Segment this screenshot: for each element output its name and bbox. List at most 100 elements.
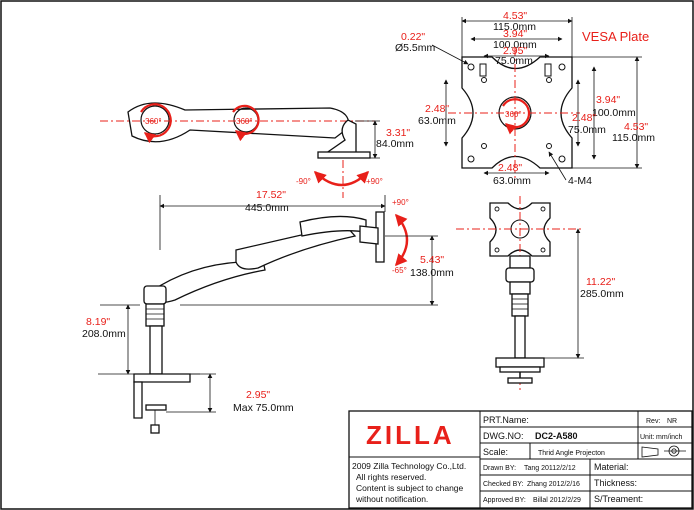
vesa-view: VESA Plate 360° 4.53" 115.0mm 3.94" 100.… xyxy=(395,10,655,187)
vesa-r1-mm: 100.0mm xyxy=(592,107,636,119)
material-label: Material: xyxy=(594,462,629,472)
front-pole xyxy=(514,315,526,359)
drawn-value: Tang 20112/2/12 xyxy=(524,465,576,472)
vesa-w1-in: 4.53" xyxy=(503,10,527,22)
drawn-label: Drawn BY: xyxy=(483,465,516,472)
front-base xyxy=(495,357,545,368)
reach-in: 17.52" xyxy=(256,189,286,201)
side-tilt-head xyxy=(359,225,379,245)
prt-name-label: PRT.Name: xyxy=(483,415,529,425)
vesa-w2-in: 3.94" xyxy=(503,28,527,40)
approved-value: Billal 2012/2/29 xyxy=(533,497,581,504)
reach-mm: 445.0mm xyxy=(245,202,289,214)
front-collar xyxy=(511,293,529,317)
vesa-w2-mm: 100.0mm xyxy=(493,39,537,51)
front-joint-lower xyxy=(509,281,531,295)
vesa-b-in: 2.48" xyxy=(498,162,522,174)
side-clamp-screw xyxy=(145,404,167,411)
side-view: 17.52" 445.0mm +90° -65° 5.43" 138.0mm 8… xyxy=(82,189,454,434)
collar-ribs xyxy=(146,308,164,320)
top-view: 360° 360° 3.31" 84.0mm -90° +90° xyxy=(100,102,414,198)
vesa-r3-in: 4.53" xyxy=(624,121,648,133)
side-base xyxy=(133,373,191,383)
front-view: 11.22" 285.0mm xyxy=(456,196,624,390)
vesa-w3-mm: 75.0mm xyxy=(495,55,533,67)
top-height-in: 3.31" xyxy=(386,127,410,139)
vesa-rotation-arrow xyxy=(502,98,531,135)
front-height-mm: 285.0mm xyxy=(580,288,624,300)
drop-mm: 138.0mm xyxy=(410,267,454,279)
side-knob xyxy=(150,424,160,434)
tilt-pos-label: +90° xyxy=(366,177,383,186)
vesa-rot-label: 360° xyxy=(505,110,522,119)
tilt-arc-arrow xyxy=(313,170,370,187)
vesa-b-mm: 63.0mm xyxy=(493,175,531,187)
front-clamp xyxy=(499,366,541,373)
vesa-screw-leader xyxy=(548,151,567,181)
vesa-l-in: 2.48" xyxy=(425,103,449,115)
notice-line2: without notification. xyxy=(355,494,428,504)
side-clamp xyxy=(133,381,143,419)
checked-label: Checked BY: xyxy=(483,481,524,488)
side-upper-arm xyxy=(235,224,357,270)
rotation-arrow-mid xyxy=(232,104,260,142)
side-tilt-pos: +90° xyxy=(392,198,409,207)
vesa-l-mm: 63.0mm xyxy=(418,115,456,127)
front-holes xyxy=(494,206,546,253)
pole-height-mm: 208.0mm xyxy=(82,328,126,340)
top-tilt-head xyxy=(319,119,357,157)
scale-label: Scale: xyxy=(483,447,508,457)
vesa-holes xyxy=(467,63,566,163)
projection-text: Thrid Angle Projecton xyxy=(538,450,605,457)
unit-label: Unit: xyxy=(640,434,654,441)
front-collar-ribs xyxy=(512,298,528,310)
vesa-hole-leader xyxy=(431,44,469,65)
rev-label: Rev: xyxy=(646,418,660,425)
top-mount-plate xyxy=(317,151,371,159)
vesa-hole-in: 0.22" xyxy=(401,31,425,43)
copyright-text: 2009 Zilla Technology Co.,Ltd. xyxy=(352,461,466,471)
side-tilt-arrow xyxy=(395,213,409,267)
vesa-r1-in: 3.94" xyxy=(596,94,620,106)
rotation-arrow-left xyxy=(140,103,172,144)
thickness-label: Thickness: xyxy=(594,478,637,488)
vesa-screws: 4-M4 xyxy=(568,175,592,187)
approved-label: Approved BY: xyxy=(483,497,526,504)
title-block: ZILLA 2009 Zilla Technology Co.,Ltd. All… xyxy=(348,410,693,509)
top-view-arm xyxy=(127,102,350,143)
dwg-value: DC2-A580 xyxy=(535,431,578,441)
drop-in: 5.43" xyxy=(420,254,444,266)
vesa-title: VESA Plate xyxy=(582,29,649,44)
vesa-r2-in: 2.48" xyxy=(572,112,596,124)
vesa-w3-in: 2.95" xyxy=(503,45,527,57)
clamp-in: 2.95" xyxy=(246,389,270,401)
vesa-w1-mm: 115.0mm xyxy=(493,21,536,33)
dwg-label: DWG.NO: xyxy=(483,431,524,441)
side-tilt-neg: -65° xyxy=(392,266,407,275)
front-knob xyxy=(507,377,533,384)
vesa-r3-mm: 115.0mm xyxy=(612,132,655,144)
rights-text: All rights reserved. xyxy=(356,472,426,482)
tilt-neg-label: -90° xyxy=(296,177,311,186)
vesa-hole-mm: Ø5.5mm xyxy=(395,42,436,54)
side-lower-arm xyxy=(149,255,266,304)
logo: ZILLA xyxy=(366,420,455,450)
side-pivot-joint xyxy=(143,285,167,305)
vesa-r2-mm: 75.0mm xyxy=(568,124,606,136)
front-height-in: 11.22" xyxy=(586,276,615,288)
side-collar xyxy=(145,303,165,327)
front-head-joint xyxy=(505,267,535,283)
unit-value: mm/inch xyxy=(656,434,683,441)
top-height-mm: 84.0mm xyxy=(376,138,414,150)
side-pole xyxy=(149,325,163,375)
clamp-mm: Max 75.0mm xyxy=(233,402,294,414)
notice-line1: Content is subject to change xyxy=(356,483,464,493)
checked-value: Zhang 2012/2/16 xyxy=(527,481,580,488)
treatment-label: S/Treament: xyxy=(594,494,643,504)
projection-symbol-icon xyxy=(641,445,686,458)
front-neck xyxy=(509,255,531,269)
pole-height-in: 8.19" xyxy=(86,316,110,328)
rev-value: NR xyxy=(667,418,677,425)
